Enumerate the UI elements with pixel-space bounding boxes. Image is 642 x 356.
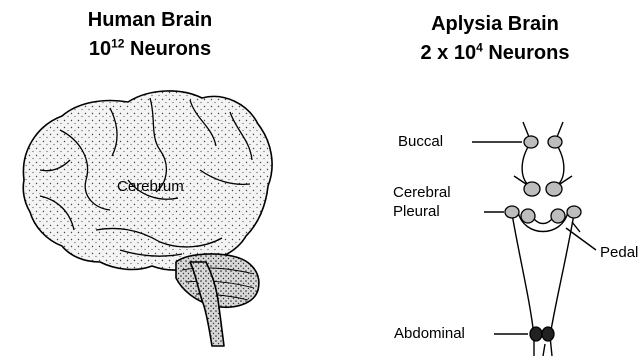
aplysia-ganglia-illustration xyxy=(512,122,580,356)
cerebral-label: Cerebral xyxy=(393,184,451,201)
abdominal-label: Abdominal xyxy=(394,325,465,342)
cerebral-ganglion-left xyxy=(524,182,540,196)
buccal-label: Buccal xyxy=(398,133,443,150)
buccal-ganglion-right xyxy=(548,136,562,148)
abdominal-ganglion-right xyxy=(542,327,554,341)
pleural-ganglion-right xyxy=(567,206,581,218)
abdominal-ganglion-left xyxy=(530,327,542,341)
pleural-label: Pleural xyxy=(393,203,440,220)
pedal-label: Pedal xyxy=(600,244,638,261)
cerebral-ganglion-right xyxy=(546,182,562,196)
buccal-ganglion-left xyxy=(524,136,538,148)
human-brain-illustration xyxy=(23,91,272,346)
pleural-abdominal-connective-right xyxy=(550,214,574,336)
pedal-ganglion-right xyxy=(551,209,565,223)
pleural-abdominal-connective-left xyxy=(512,214,534,336)
pedal-ganglion-left xyxy=(521,209,535,223)
label-leader-lines xyxy=(472,142,596,334)
pleural-ganglion-left xyxy=(505,206,519,218)
cerebrum-label: Cerebrum xyxy=(117,178,184,195)
buccal-cerebral-connective xyxy=(522,142,564,188)
